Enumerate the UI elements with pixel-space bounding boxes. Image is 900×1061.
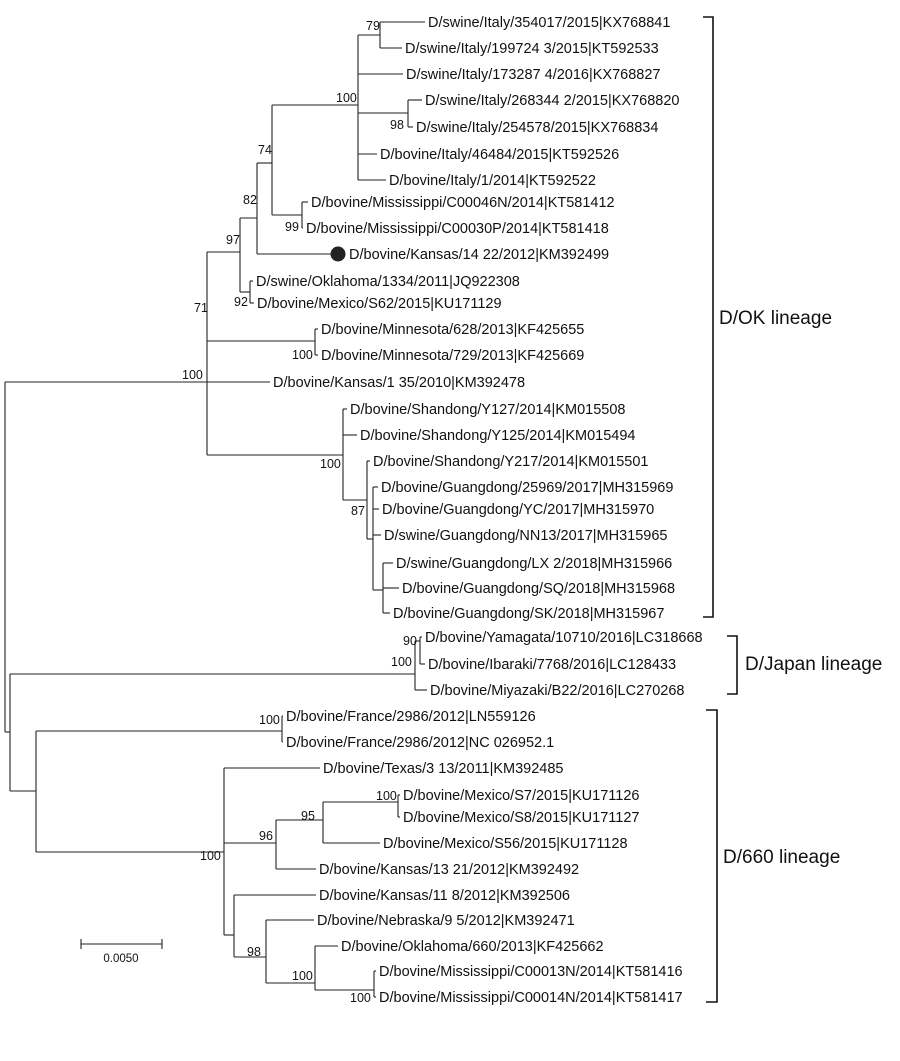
tree-branches [4, 21, 427, 998]
taxon-label: D/bovine/Oklahoma/660/2013|KF425662 [341, 939, 604, 955]
clade-660-bracket: D/660 lineage [706, 709, 840, 1003]
taxon-label: D/bovine/Ibaraki/7768/2016|LC128433 [428, 657, 676, 673]
taxon-label: D/bovine/Minnesota/628/2013|KF425655 [321, 322, 584, 338]
taxon-labels: D/swine/Italy/354017/2015|KX768841 D/swi… [256, 15, 703, 1006]
bootstrap-value: 74 [258, 143, 272, 157]
taxon-label: D/bovine/Guangdong/SQ/2018|MH315968 [402, 581, 675, 597]
bootstrap-value: 98 [247, 945, 261, 959]
bootstrap-value: 82 [243, 193, 257, 207]
clade-label-660: D/660 lineage [723, 847, 840, 868]
bootstrap-value: 90 [403, 634, 417, 648]
taxon-label: D/bovine/Kansas/13 21/2012|KM392492 [319, 862, 579, 878]
taxon-label: D/bovine/Guangdong/YC/2017|MH315970 [382, 502, 654, 518]
taxon-label: D/bovine/Mississippi/C00014N/2014|KT5814… [379, 990, 683, 1006]
taxon-label: D/swine/Italy/173287 4/2016|KX768827 [406, 67, 660, 83]
taxon-label: D/bovine/Italy/46484/2015|KT592526 [380, 147, 619, 163]
taxon-label: D/bovine/France/2986/2012|LN559126 [286, 709, 536, 725]
taxon-label: D/swine/Guangdong/LX 2/2018|MH315966 [396, 556, 672, 572]
bootstrap-value: 100 [350, 991, 371, 1005]
taxon-label: D/bovine/Kansas/11 8/2012|KM392506 [319, 888, 570, 904]
taxon-label: D/bovine/Shandong/Y127/2014|KM015508 [350, 402, 625, 418]
clade-japan-bracket: D/Japan lineage [727, 635, 882, 695]
taxon-label: D/bovine/Kansas/14 22/2012|KM392499 [349, 247, 609, 263]
highlight-marker [330, 246, 346, 262]
taxon-label: D/bovine/Miyazaki/B22/2016|LC270268 [430, 683, 684, 699]
taxon-label: D/bovine/Nebraska/9 5/2012|KM392471 [317, 913, 575, 929]
taxon-label: D/swine/Oklahoma/1334/2011|JQ922308 [256, 274, 520, 290]
bootstrap-value: 100 [376, 789, 397, 803]
taxon-label: D/bovine/Mississippi/C00030P/2014|KT5814… [306, 221, 609, 237]
bootstrap-value: 100 [200, 849, 221, 863]
bootstrap-values: 79 100 98 74 82 99 97 71 92 100 100 100 … [182, 19, 417, 1005]
bootstrap-value: 87 [351, 504, 365, 518]
taxon-label: D/bovine/Mexico/S62/2015|KU171129 [257, 296, 502, 312]
taxon-label: D/bovine/Minnesota/729/2013|KF425669 [321, 348, 584, 364]
taxon-label: D/swine/Italy/199724 3/2015|KT592533 [405, 41, 659, 57]
clade-label-ok: D/OK lineage [719, 308, 832, 329]
bootstrap-value: 97 [226, 233, 240, 247]
taxon-label: D/bovine/Mexico/S56/2015|KU171128 [383, 836, 628, 852]
scale-bar-label: 0.0050 [103, 953, 138, 965]
bootstrap-value: 95 [301, 809, 315, 823]
taxon-label: D/swine/Italy/254578/2015|KX768834 [416, 120, 658, 136]
taxon-label: D/bovine/Shandong/Y125/2014|KM015494 [360, 428, 635, 444]
taxon-label: D/swine/Italy/354017/2015|KX768841 [428, 15, 670, 31]
taxon-label: D/bovine/Mississippi/C00046N/2014|KT5814… [311, 195, 615, 211]
bootstrap-value: 98 [390, 118, 404, 132]
taxon-label: D/bovine/Yamagata/10710/2016|LC318668 [425, 630, 703, 646]
bootstrap-value: 79 [366, 19, 380, 33]
taxon-label: D/bovine/Mississippi/C00013N/2014|KT5814… [379, 964, 683, 980]
taxon-label: D/swine/Italy/268344 2/2015|KX768820 [425, 93, 679, 109]
taxon-label: D/bovine/Guangdong/25969/2017|MH315969 [381, 480, 673, 496]
clade-label-japan: D/Japan lineage [745, 654, 882, 675]
bootstrap-value: 71 [194, 301, 208, 315]
bootstrap-value: 96 [259, 829, 273, 843]
bootstrap-value: 100 [320, 457, 341, 471]
bootstrap-value: 100 [292, 348, 313, 362]
bootstrap-value: 92 [234, 295, 248, 309]
bootstrap-value: 100 [292, 969, 313, 983]
taxon-label: D/bovine/France/2986/2012|NC 026952.1 [286, 735, 554, 751]
taxon-label: D/bovine/Kansas/1 35/2010|KM392478 [273, 375, 525, 391]
bootstrap-value: 99 [285, 220, 299, 234]
clade-ok-bracket: D/OK lineage [703, 16, 832, 618]
bootstrap-value: 100 [336, 91, 357, 105]
taxon-label: D/swine/Guangdong/NN13/2017|MH315965 [384, 528, 667, 544]
taxon-label: D/bovine/Guangdong/SK/2018|MH315967 [393, 606, 664, 622]
scale-bar: 0.0050 [80, 939, 163, 965]
taxon-label: D/bovine/Italy/1/2014|KT592522 [389, 173, 596, 189]
taxon-label: D/bovine/Texas/3 13/2011|KM392485 [323, 761, 564, 777]
taxon-label: D/bovine/Mexico/S7/2015|KU171126 [403, 788, 639, 804]
taxon-label: D/bovine/Shandong/Y217/2014|KM015501 [373, 454, 648, 470]
bootstrap-value: 100 [182, 368, 203, 382]
taxon-label: D/bovine/Mexico/S8/2015|KU171127 [403, 810, 639, 826]
bootstrap-value: 100 [391, 655, 412, 669]
bootstrap-value: 100 [259, 713, 280, 727]
